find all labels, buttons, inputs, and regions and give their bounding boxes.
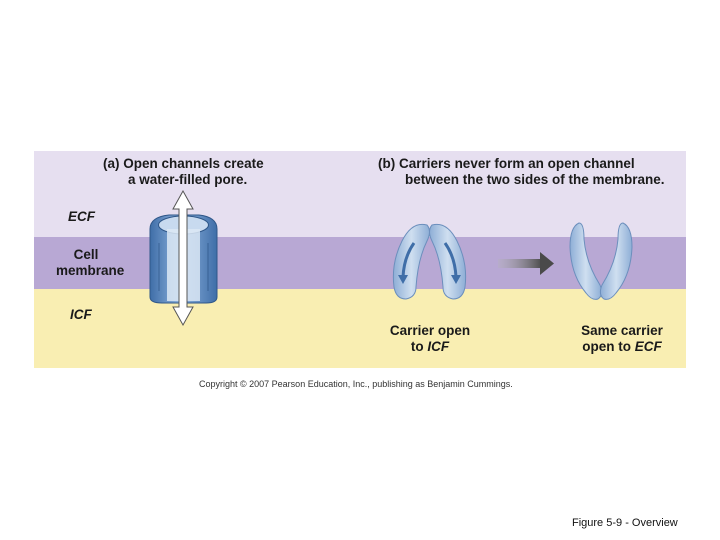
ecf-region: [34, 151, 686, 237]
transport-proteins-drawing: [149, 189, 633, 327]
conformational-change-arrow: [498, 252, 554, 275]
cell-membrane-label: Cell membrane: [56, 247, 125, 279]
ecf-label: ECF: [68, 209, 95, 224]
icf-label: ICF: [70, 307, 92, 322]
carrier-open-ecf-line2: open to ECF: [570, 339, 674, 355]
copyright-notice: Copyright © 2007 Pearson Education, Inc.…: [199, 379, 513, 389]
panel-a-title: (a) Open channels create: [103, 156, 264, 172]
panel-b-title-bold: Carriers: [399, 156, 451, 171]
panel-b-subtitle: between the two sides of the membrane.: [405, 172, 665, 187]
membrane-transport-figure: (a) Open channels create a water-filled …: [34, 151, 686, 368]
carrier-open-icf-line2-prefix: to: [410, 339, 428, 354]
carrier-open-ecf-line1: Same carrier: [581, 323, 663, 338]
carrier-open-icf-line2-em: ICF: [427, 339, 450, 354]
panel-a-subtitle: a water-filled pore.: [128, 172, 248, 187]
panel-a-title-rest: create: [220, 156, 264, 171]
cell-membrane-label-line2: membrane: [56, 263, 125, 278]
panel-b-title: (b) Carriers never form an open channel: [378, 156, 635, 172]
carrier-open-icf-label: Carrier open to ICF: [378, 323, 482, 355]
carrier-open-to-ecf: [569, 222, 633, 300]
cell-membrane-label-line1: Cell: [73, 247, 99, 262]
panel-b-title-rest: never form an open channel: [450, 156, 635, 171]
carrier-open-icf-line2: to ICF: [378, 339, 482, 355]
carrier-open-icf-line1: Carrier open: [389, 323, 471, 338]
panel-b-letter: (b): [378, 156, 396, 171]
carrier-open-ecf-label: Same carrier open to ECF: [570, 323, 674, 355]
panel-a-title-bold: Open channels: [123, 156, 221, 171]
panel-a-letter: (a): [103, 156, 120, 171]
icf-region: [34, 289, 686, 368]
carrier-open-ecf-line2-em: ECF: [634, 339, 662, 354]
water-flow-double-arrow: [172, 189, 194, 327]
figure-caption: Figure 5-9 - Overview: [572, 517, 678, 529]
carrier-open-to-icf: [392, 223, 467, 300]
carrier-open-ecf-line2-prefix: open to: [582, 339, 635, 354]
